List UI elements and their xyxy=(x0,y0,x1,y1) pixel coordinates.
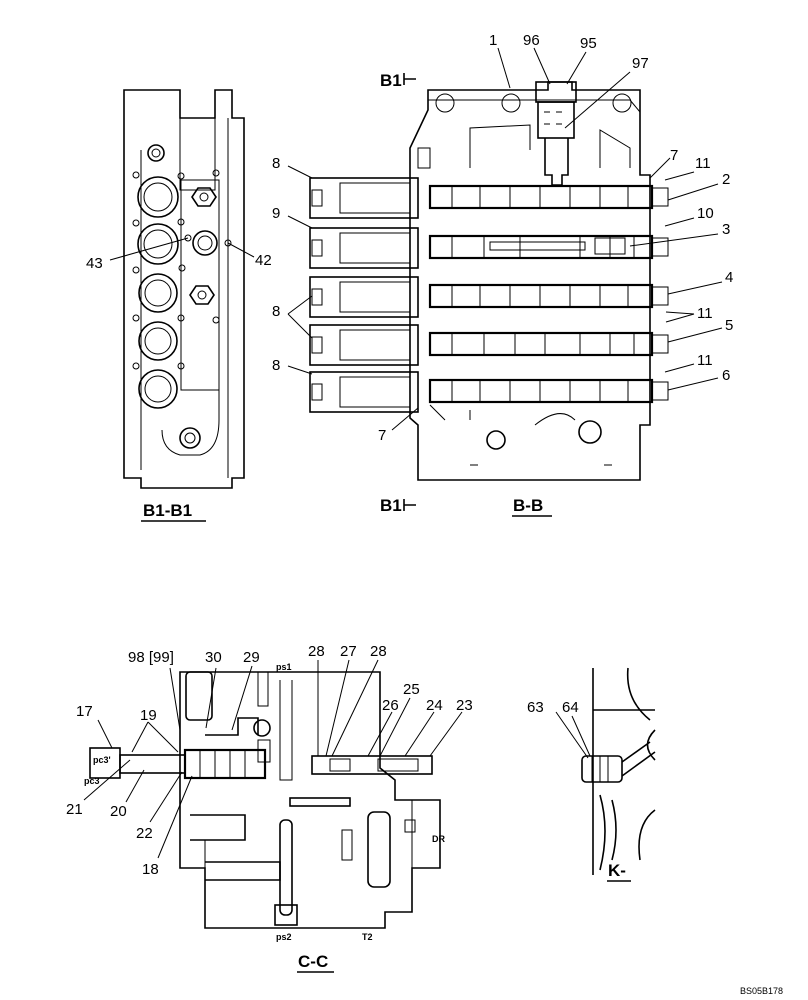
callout-2: 2 xyxy=(722,171,730,188)
callout-18: 18 xyxy=(142,861,159,878)
section-marker-bottom: B1 xyxy=(380,496,402,515)
callout-30: 30 xyxy=(205,649,222,666)
callout-4: 4 xyxy=(725,269,733,286)
callout-8-c: 8 xyxy=(272,357,280,374)
callout-27: 27 xyxy=(340,643,357,660)
port-pc3: pc3 xyxy=(84,776,100,786)
callout-22: 22 xyxy=(136,825,153,842)
view-title-bb: B-B xyxy=(513,496,543,515)
b1b1-small-holes xyxy=(132,169,232,370)
drawing-reference: BS05B178 xyxy=(740,986,783,996)
callout-11-b: 11 xyxy=(697,305,713,322)
port-ps1: ps1 xyxy=(276,662,292,672)
callout-5: 5 xyxy=(725,317,733,334)
callout-17: 17 xyxy=(76,703,93,720)
callout-28-b: 28 xyxy=(370,643,387,660)
port-dr: DR xyxy=(432,834,445,844)
callout-96: 96 xyxy=(523,32,540,49)
callout-63: 63 xyxy=(527,699,544,716)
callout-95: 95 xyxy=(580,35,597,52)
callout-19: 19 xyxy=(140,707,157,724)
callout-24: 24 xyxy=(426,697,443,714)
callout-98-99: 98 [99] xyxy=(128,649,174,666)
b1b1-port-circles xyxy=(137,144,218,449)
callout-11-c: 11 xyxy=(697,352,713,369)
callout-23: 23 xyxy=(456,697,473,714)
callout-6: 6 xyxy=(722,367,730,384)
callout-11-a: 11 xyxy=(695,155,711,172)
port-ps2: ps2 xyxy=(276,932,292,942)
callout-7-top: 7 xyxy=(670,147,678,164)
callout-97: 97 xyxy=(632,55,649,72)
section-marker-top: B1 xyxy=(380,71,402,90)
callout-9: 9 xyxy=(272,205,280,222)
view-bb: 1 96 95 97 7 11 2 10 3 4 11 5 11 6 8 9 8… xyxy=(272,32,733,517)
port-t2: T2 xyxy=(362,932,373,942)
bb-spool-rows xyxy=(309,177,669,413)
view-title-k: K- xyxy=(608,861,626,880)
callout-64: 64 xyxy=(562,699,579,716)
callout-7-bottom: 7 xyxy=(378,427,386,444)
callout-26: 26 xyxy=(382,697,399,714)
callout-3: 3 xyxy=(722,221,730,238)
callout-28-a: 28 xyxy=(308,643,325,660)
view-cc: 98 [99] 30 29 28 27 28 25 26 24 23 17 19… xyxy=(66,643,473,973)
callout-8-b: 8 xyxy=(272,303,280,320)
callout-1: 1 xyxy=(489,32,497,49)
callout-21: 21 xyxy=(66,801,83,818)
callout-43: 43 xyxy=(86,255,103,272)
callout-8-a: 8 xyxy=(272,155,280,172)
callout-42: 42 xyxy=(255,252,272,269)
view-b1b1: 43 42 B1-B1 xyxy=(86,89,272,522)
view-k: 63 64 K- xyxy=(527,667,656,882)
callout-10: 10 xyxy=(697,205,714,222)
view-title-b1b1: B1-B1 xyxy=(143,501,192,520)
callout-25: 25 xyxy=(403,681,420,698)
callout-29: 29 xyxy=(243,649,260,666)
port-pc3-prime: pc3' xyxy=(93,755,111,765)
view-title-cc: C-C xyxy=(298,952,328,971)
callout-20: 20 xyxy=(110,803,127,820)
